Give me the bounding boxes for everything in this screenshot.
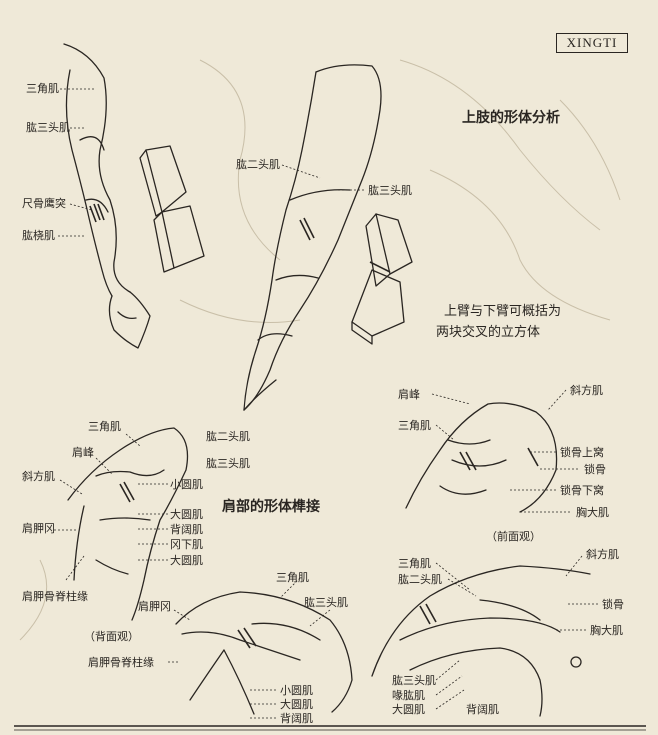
label-back-infraspinatus: 冈下肌	[170, 538, 203, 551]
label-back-trapezius: 斜方肌	[22, 470, 55, 483]
label-front2-clavicle: 锁骨	[602, 598, 624, 611]
label-triceps-2: 肱三头肌	[368, 184, 412, 197]
label-front-pectoralis: 胸大肌	[576, 506, 609, 519]
label-back-vertebral-border: 肩胛骨脊柱缘	[22, 590, 88, 603]
arm-sketch-2	[243, 64, 382, 411]
leader-lines	[54, 88, 598, 719]
shoulder-heading: 肩部的形体榫接	[222, 499, 320, 515]
label-back-acromion: 肩峰	[72, 446, 94, 459]
shoulder-back-sketch-2	[175, 591, 353, 715]
label-biceps: 肱二头肌	[236, 158, 280, 171]
label-front2-latissimus: 背阔肌	[466, 703, 499, 716]
label-front2-triceps: 肱三头肌	[392, 674, 436, 687]
cube-note-line2: 两块交叉的立方体	[436, 325, 541, 340]
label-back-teres-major-b: 大圆肌	[170, 554, 203, 567]
cube-pair-1	[139, 145, 205, 273]
label-front-trapezius: 斜方肌	[570, 384, 603, 397]
arm-sketch-1	[63, 43, 151, 349]
label-back-triceps: 肱三头肌	[206, 457, 250, 470]
upper-limb-heading: 上肢的形体分析	[462, 110, 560, 126]
label-front2-coracobrachialis: 喙肱肌	[392, 689, 425, 702]
shoulder-back-sketch	[67, 427, 189, 621]
label-back-deltoid: 三角肌	[88, 420, 121, 433]
label-back2-scapular-spine: 肩胛冈	[138, 600, 171, 613]
caption-back-view: （背面观）	[84, 630, 139, 643]
label-deltoid: 三角肌	[26, 82, 59, 95]
label-back-biceps: 肱二头肌	[206, 430, 250, 443]
label-back2-triceps: 肱三头肌	[304, 596, 348, 609]
label-front2-pectoralis: 胸大肌	[590, 624, 623, 637]
label-front-supraclavicular: 锁骨上窝	[560, 446, 604, 459]
label-back-latissimus: 背阔肌	[170, 523, 203, 536]
label-front2-teres-major: 大圆肌	[392, 703, 425, 716]
caption-front-view: （前面观）	[486, 530, 541, 543]
label-back2-deltoid: 三角肌	[276, 571, 309, 584]
label-back-teres-major: 大圆肌	[170, 508, 203, 521]
label-front-acromion: 肩峰	[398, 388, 420, 401]
label-back2-teres-minor: 小圆肌	[280, 684, 313, 697]
label-back-scapular-spine: 肩胛冈	[22, 522, 55, 535]
label-front2-biceps: 肱二头肌	[398, 573, 442, 586]
label-brachioradialis: 肱桡肌	[22, 229, 55, 242]
label-back-teres-minor: 小圆肌	[170, 478, 203, 491]
label-front-deltoid: 三角肌	[398, 419, 431, 432]
shoulder-front-sketch	[405, 402, 558, 513]
label-front-infraclavicular: 锁骨下窝	[560, 484, 604, 497]
shoulder-front-sketch-2	[371, 565, 591, 717]
label-back2-vertebral-border: 肩胛骨脊柱缘	[88, 656, 154, 669]
label-front2-trapezius: 斜方肌	[586, 548, 619, 561]
background-sketch-marks	[19, 59, 621, 641]
brand-label: XINGTI	[556, 33, 628, 53]
label-back2-teres-major: 大圆肌	[280, 698, 313, 711]
label-front-clavicle: 锁骨	[584, 463, 606, 476]
label-triceps: 肱三头肌	[26, 121, 70, 134]
label-back2-latissimus: 背阔肌	[280, 712, 313, 725]
cube-note-line1: 上臂与下臂可概括为	[444, 304, 562, 319]
label-front2-deltoid: 三角肌	[398, 557, 431, 570]
label-olecranon: 尺骨鹰突	[22, 197, 66, 210]
cube-pair-2	[351, 213, 413, 345]
